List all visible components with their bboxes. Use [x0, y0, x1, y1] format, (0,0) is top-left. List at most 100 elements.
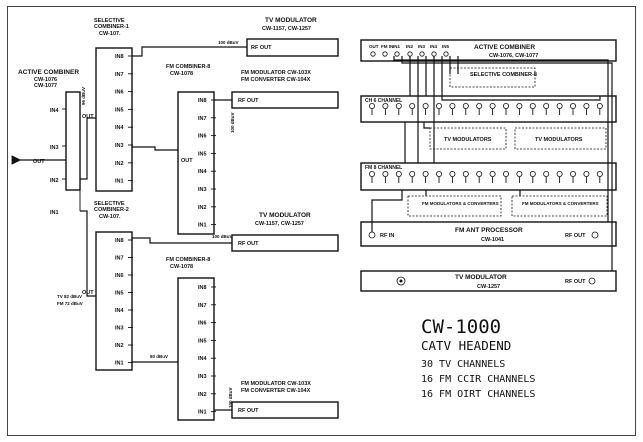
fmt-port-in5: IN5 [198, 151, 207, 157]
rack-top-connector [431, 51, 437, 57]
rack-fm-connector [368, 170, 375, 177]
fmb-port-in7: IN7 [198, 303, 207, 309]
fm-mod-box-b [511, 195, 608, 217]
fm-mod-box-a [407, 195, 502, 217]
rack-fm-connector [556, 170, 563, 177]
sc1-port-in4: IN4 [115, 125, 125, 131]
sc1-port-in2: IN2 [115, 161, 124, 167]
selective-combiner-2-subtitle: COMBINER-2 [94, 207, 129, 213]
sc2-port-in3: IN3 [115, 326, 124, 332]
fmb-port-in1: IN1 [198, 410, 207, 416]
rack-top-port-label: FM IN [381, 44, 393, 49]
fm-ant-processor-model: CW-1041 [481, 237, 504, 243]
title-block: CW-1000 CATV HEADEND 30 TV CHANNELS 16 F… [421, 316, 535, 400]
sc1-port-in3: IN3 [115, 143, 124, 149]
title-sub: CATV HEADEND [421, 338, 511, 353]
fm-modulator-top-rfout: RF OUT [238, 98, 259, 104]
fmb-port-in8: IN8 [198, 285, 207, 291]
rack-fm-connector [435, 170, 442, 177]
active-combiner-right-model: CW-1076, CW-1077 [489, 53, 538, 59]
selective-combiner-1-subtitle: COMBINER-1 [94, 24, 129, 30]
rack-tv-connector [422, 103, 429, 110]
tv-modulator-mid-title: TV MODULATOR [259, 212, 311, 219]
selective-combiner-1-out: OUT [82, 114, 94, 120]
rack-tv-connector [489, 103, 496, 110]
sc1-port-in6: IN6 [115, 90, 124, 96]
fmb-port-in3: IN3 [198, 374, 207, 380]
tv-modulator-mid-rfout: RF OUT [238, 241, 259, 247]
rack-fm-connector [583, 170, 590, 177]
fm-ant-rf-in: RF IN [380, 233, 394, 239]
fmb-port-in5: IN5 [198, 338, 207, 344]
rack-tv-connector [529, 103, 536, 110]
rack-tv-connector [583, 103, 590, 110]
fm-bottom-level-v: 100 dBuV [228, 387, 233, 408]
rack-fm-connector [502, 170, 509, 177]
rack-fm-ant-processor: FM ANT PROCESSOR CW-1041 RF IN RF OUT [360, 221, 617, 247]
fmt-port-in4: IN4 [198, 169, 208, 175]
active-combiner-left-title: ACTIVE COMBINER [18, 69, 79, 76]
rack-top-connector [407, 51, 413, 57]
selective-combiner-1-model: CW-107. [99, 31, 121, 37]
fm-mod-label-a: FM MODULATORS & CONVERTERS [422, 201, 499, 206]
rack-top-connector [370, 51, 376, 57]
rack-top-connector [419, 51, 425, 57]
tv-modulators-label-a: TV MODULATORS [444, 137, 492, 143]
rack-tv-modulator: TV MODULATOR CW-1257 RF OUT [360, 270, 617, 292]
active-combiner-left-model-b: CW-1077 [34, 83, 57, 89]
rack-fm-connector [395, 170, 402, 177]
selective-combiner-2-out: OUT [82, 290, 94, 296]
active-left-port-in2: IN2 [50, 178, 59, 184]
title-line-1: 30 TV CHANNELS [421, 359, 505, 370]
rack-tv-connector [543, 103, 550, 110]
fm-combiner-top-model: CW-1078 [170, 71, 193, 77]
tv-modulator-mid-model: CW-1157, CW-1257 [255, 221, 304, 227]
rack-top-connector [443, 51, 449, 57]
rack-fm-modulators: FM 8 CHANNEL FM MODULATORS & CONVERTERS … [360, 162, 617, 217]
tv-modulator-right-title: TV MODULATOR [455, 274, 507, 281]
title-main: CW-1000 [421, 316, 501, 338]
rack-fm-connector [596, 170, 603, 177]
fmt-port-in3: IN3 [198, 187, 207, 193]
rack-tv-connector [476, 103, 483, 110]
rack-top-connector [394, 51, 400, 57]
rack-fm-connector [489, 170, 496, 177]
sc2-port-in1: IN1 [115, 361, 124, 367]
fmt-port-in6: IN6 [198, 134, 207, 140]
rack-top-port-label: IN3 [418, 44, 426, 49]
fm-modulator-top: FM MODULATOR CW-103X FM CONVERTER CW-104… [214, 70, 339, 109]
sc2-port-in7: IN7 [115, 256, 124, 262]
fmt-port-in7: IN7 [198, 116, 207, 122]
sc2-port-in2: IN2 [115, 343, 124, 349]
rack-top-port-label: IN5 [442, 44, 450, 49]
selective-combiner-2-title: SELECTIVE [94, 201, 125, 207]
tv-modulator-top-title: TV MODULATOR [265, 17, 317, 24]
rack-fm-connector [570, 170, 577, 177]
fm-combiner-bottom-model: CW-1078 [170, 264, 193, 270]
rack-fm-connector [516, 170, 523, 177]
rack-tv-connector [570, 103, 577, 110]
active-combiner-right-title: ACTIVE COMBINER [474, 44, 535, 51]
rack-fm-connector [462, 170, 469, 177]
sc1-level-label: 96 dBuV [81, 87, 86, 105]
rack-tv-connector [556, 103, 563, 110]
selective-combiner-2-model: CW-107. [99, 214, 121, 220]
tv-modulator-mid: TV MODULATOR CW-1157, CW-1257 RF OUT 100… [132, 212, 339, 252]
fm-ant-rf-out: RF OUT [565, 233, 586, 239]
fm-modulator-bottom-line1: FM MODULATOR CW-103X [241, 381, 311, 387]
rack-tv-connector [449, 103, 456, 110]
active-combiner-left: ACTIVE COMBINER CW-1076 CW-1077 IN4 IN3 … [11, 69, 81, 216]
rack-tv-connector [368, 103, 375, 110]
sc1-port-in7: IN7 [115, 72, 124, 78]
rack-top-connector [382, 51, 388, 57]
selective-combiner-small-box [449, 67, 536, 88]
fm-bottom-level: 80 dBuV [150, 354, 168, 359]
rack-tv-connector [435, 103, 442, 110]
sc2-port-in5: IN5 [115, 291, 124, 297]
selective-combiner-1-title: SELECTIVE [94, 18, 125, 24]
fm-modulator-bottom-rfout: RF OUT [238, 408, 259, 414]
rack-top-port-label: IN1 [393, 44, 401, 49]
